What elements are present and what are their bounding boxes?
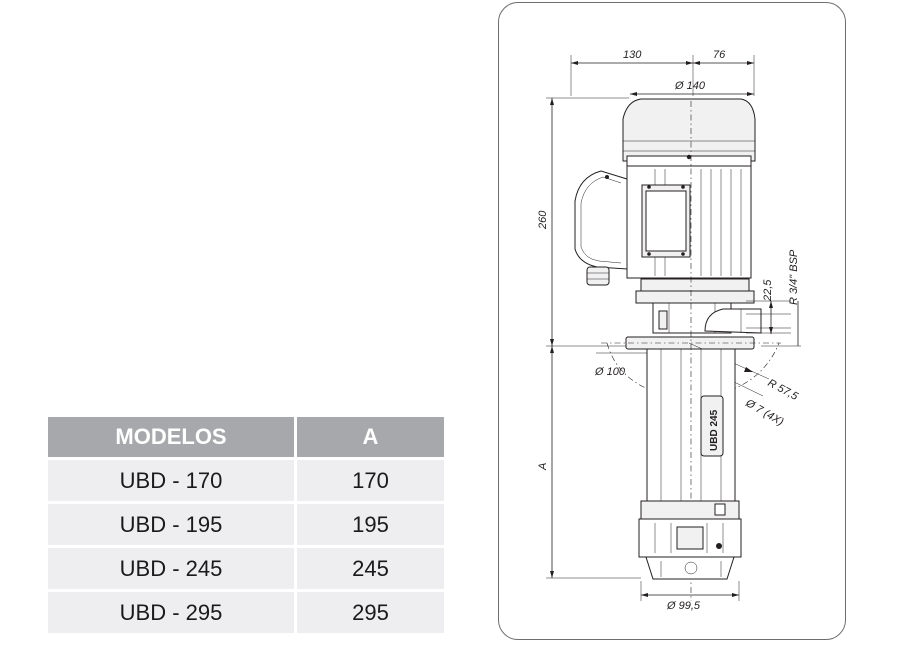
model-cell: UBD - 295: [48, 592, 297, 633]
height-dimension: [546, 97, 629, 347]
table-row: UBD - 245 245: [48, 548, 444, 589]
dim-base-diameter: Ø 99,5: [666, 600, 701, 612]
outlet-dimensions: [761, 301, 801, 347]
motor-fan-cover: [622, 98, 756, 167]
length-dimension: [546, 346, 641, 579]
table-row: UBD - 295 295: [48, 592, 444, 633]
body-label: UBD 245: [709, 409, 720, 451]
dim-length: A: [537, 463, 549, 471]
dim-holes: Ø 7 (4X): [743, 397, 786, 429]
outlet-pipe: [704, 300, 791, 334]
dim-top-left: 130: [623, 49, 642, 61]
terminal-box: [574, 170, 628, 286]
technical-drawing-frame: 130 76 Ø 140 260 A: [498, 2, 846, 640]
motor-body: [626, 165, 755, 304]
dim-outlet-height: 22,5: [762, 279, 774, 302]
dim-radius: R 57,5: [766, 377, 801, 403]
table-row: UBD - 195 195: [48, 504, 444, 545]
dim-height: 260: [537, 210, 549, 230]
a-value-cell: 245: [297, 548, 444, 589]
model-cell: UBD - 195: [48, 504, 297, 545]
header-models: MODELOS: [48, 417, 297, 457]
a-value-cell: 170: [297, 460, 444, 501]
models-table: MODELOS A UBD - 170 170 UBD - 195 195 UB…: [48, 414, 444, 636]
base-dimension: [640, 581, 740, 601]
header-a: A: [297, 417, 444, 457]
top-dimensions: [570, 55, 755, 96]
pump-base: [638, 500, 742, 580]
model-cell: UBD - 170: [48, 460, 297, 501]
a-value-cell: 195: [297, 504, 444, 545]
a-value-cell: 295: [297, 592, 444, 633]
table-header-row: MODELOS A: [48, 417, 444, 457]
model-cell: UBD - 245: [48, 548, 297, 589]
pump-technical-drawing: 130 76 Ø 140 260 A: [537, 49, 801, 612]
table-row: UBD - 170 170: [48, 460, 444, 501]
pump-column: [646, 101, 736, 601]
dim-motor-diameter: Ø 140: [674, 80, 706, 92]
dim-top-right: 76: [713, 49, 726, 61]
dim-flange-diameter: Ø 100: [594, 366, 626, 378]
dim-thread: R 3/4" BSP: [788, 249, 800, 305]
